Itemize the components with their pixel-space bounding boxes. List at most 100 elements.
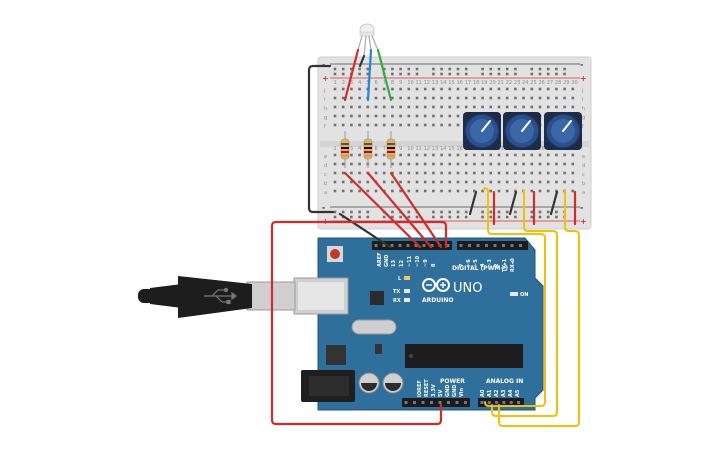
breadboard-hole[interactable] bbox=[341, 67, 345, 71]
breadboard-hole[interactable] bbox=[522, 105, 525, 109]
breadboard-hole[interactable] bbox=[571, 87, 575, 91]
breadboard-hole[interactable] bbox=[489, 96, 493, 100]
breadboard-hole[interactable] bbox=[358, 180, 361, 184]
breadboard-hole[interactable] bbox=[391, 72, 394, 76]
breadboard-hole[interactable] bbox=[464, 105, 468, 109]
breadboard-hole[interactable] bbox=[366, 114, 370, 118]
breadboard-hole[interactable] bbox=[489, 105, 493, 109]
breadboard-hole[interactable] bbox=[399, 105, 402, 109]
breadboard-hole[interactable] bbox=[423, 105, 427, 109]
breadboard-hole[interactable] bbox=[538, 189, 542, 193]
breadboard-hole[interactable] bbox=[432, 96, 435, 100]
breadboard-hole[interactable] bbox=[382, 180, 386, 184]
breadboard-hole[interactable] bbox=[497, 189, 501, 193]
breadboard-hole[interactable] bbox=[341, 72, 345, 76]
breadboard-hole[interactable] bbox=[571, 96, 575, 100]
breadboard-hole[interactable] bbox=[333, 67, 337, 71]
breadboard-hole[interactable] bbox=[514, 72, 517, 76]
breadboard-hole[interactable] bbox=[432, 210, 435, 214]
breadboard-hole[interactable] bbox=[481, 87, 484, 91]
breadboard-hole[interactable] bbox=[563, 105, 566, 109]
breadboard-hole[interactable] bbox=[404, 401, 408, 404]
breadboard-hole[interactable] bbox=[555, 72, 558, 76]
breadboard-hole[interactable] bbox=[481, 72, 484, 76]
breadboard-hole[interactable] bbox=[546, 210, 550, 214]
breadboard-hole[interactable] bbox=[456, 210, 460, 214]
breadboard-hole[interactable] bbox=[448, 162, 452, 166]
breadboard-hole[interactable] bbox=[455, 401, 459, 404]
breadboard-hole[interactable] bbox=[407, 210, 411, 214]
breadboard-hole[interactable] bbox=[555, 87, 558, 91]
breadboard-hole[interactable] bbox=[464, 67, 468, 71]
breadboard-hole[interactable] bbox=[391, 162, 394, 166]
breadboard-hole[interactable] bbox=[440, 72, 443, 76]
breadboard-hole[interactable] bbox=[464, 180, 468, 184]
breadboard-hole[interactable] bbox=[456, 105, 460, 109]
breadboard-hole[interactable] bbox=[555, 180, 558, 184]
breadboard-hole[interactable] bbox=[399, 180, 402, 184]
breadboard-hole[interactable] bbox=[473, 189, 476, 193]
breadboard-hole[interactable] bbox=[514, 105, 517, 109]
breadboard-hole[interactable] bbox=[481, 153, 484, 157]
breadboard-hole[interactable] bbox=[341, 162, 345, 166]
breadboard-hole[interactable] bbox=[374, 244, 378, 247]
breadboard-hole[interactable] bbox=[374, 153, 378, 157]
breadboard-hole[interactable] bbox=[341, 180, 345, 184]
breadboard-hole[interactable] bbox=[489, 162, 493, 166]
breadboard-hole[interactable] bbox=[530, 215, 534, 219]
breadboard-hole[interactable] bbox=[456, 87, 460, 91]
breadboard-hole[interactable] bbox=[407, 171, 411, 175]
wire-blue[interactable] bbox=[366, 48, 373, 102]
breadboard-hole[interactable] bbox=[350, 171, 353, 175]
breadboard-hole[interactable] bbox=[489, 153, 493, 157]
breadboard-hole[interactable] bbox=[514, 67, 517, 71]
breadboard-hole[interactable] bbox=[407, 105, 411, 109]
breadboard-hole[interactable] bbox=[510, 244, 514, 247]
breadboard-hole[interactable] bbox=[473, 162, 476, 166]
breadboard-hole[interactable] bbox=[438, 401, 442, 404]
breadboard-hole[interactable] bbox=[366, 210, 370, 214]
breadboard-hole[interactable] bbox=[374, 162, 378, 166]
breadboard-hole[interactable] bbox=[432, 105, 435, 109]
resistor[interactable] bbox=[386, 131, 396, 168]
breadboard-hole[interactable] bbox=[448, 67, 452, 71]
breadboard-hole[interactable] bbox=[522, 153, 525, 157]
breadboard-hole[interactable] bbox=[415, 67, 419, 71]
breadboard-hole[interactable] bbox=[522, 87, 525, 91]
breadboard-hole[interactable] bbox=[464, 401, 467, 404]
breadboard-hole[interactable] bbox=[448, 123, 452, 127]
breadboard-hole[interactable] bbox=[505, 180, 509, 184]
breadboard-hole[interactable] bbox=[497, 87, 501, 91]
breadboard-hole[interactable] bbox=[563, 67, 566, 71]
breadboard-hole[interactable] bbox=[538, 215, 542, 219]
breadboard-hole[interactable] bbox=[423, 162, 427, 166]
breadboard-hole[interactable] bbox=[382, 215, 386, 219]
breadboard-hole[interactable] bbox=[456, 171, 460, 175]
breadboard-hole[interactable] bbox=[406, 244, 410, 247]
breadboard-hole[interactable] bbox=[358, 105, 361, 109]
breadboard-hole[interactable] bbox=[382, 171, 386, 175]
breadboard-hole[interactable] bbox=[391, 114, 394, 118]
breadboard-hole[interactable] bbox=[546, 180, 550, 184]
breadboard-hole[interactable] bbox=[538, 105, 542, 109]
breadboard-hole[interactable] bbox=[459, 244, 463, 247]
breadboard-hole[interactable] bbox=[422, 244, 426, 247]
breadboard-hole[interactable] bbox=[481, 105, 484, 109]
breadboard-hole[interactable] bbox=[447, 401, 450, 404]
breadboard-hole[interactable] bbox=[481, 171, 484, 175]
wire-yellow[interactable] bbox=[483, 187, 546, 407]
breadboard-hole[interactable] bbox=[440, 123, 443, 127]
resistor[interactable] bbox=[340, 131, 350, 168]
breadboard-hole[interactable] bbox=[555, 215, 558, 219]
breadboard-hole[interactable] bbox=[456, 114, 460, 118]
breadboard-hole[interactable] bbox=[505, 189, 509, 193]
breadboard-hole[interactable] bbox=[350, 162, 353, 166]
breadboard-hole[interactable] bbox=[399, 171, 402, 175]
breadboard-hole[interactable] bbox=[391, 123, 394, 127]
breadboard-hole[interactable] bbox=[563, 72, 566, 76]
breadboard-hole[interactable] bbox=[473, 171, 476, 175]
breadboard-hole[interactable] bbox=[440, 215, 443, 219]
breadboard-hole[interactable] bbox=[440, 67, 443, 71]
breadboard-hole[interactable] bbox=[497, 67, 501, 71]
breadboard-hole[interactable] bbox=[415, 114, 419, 118]
